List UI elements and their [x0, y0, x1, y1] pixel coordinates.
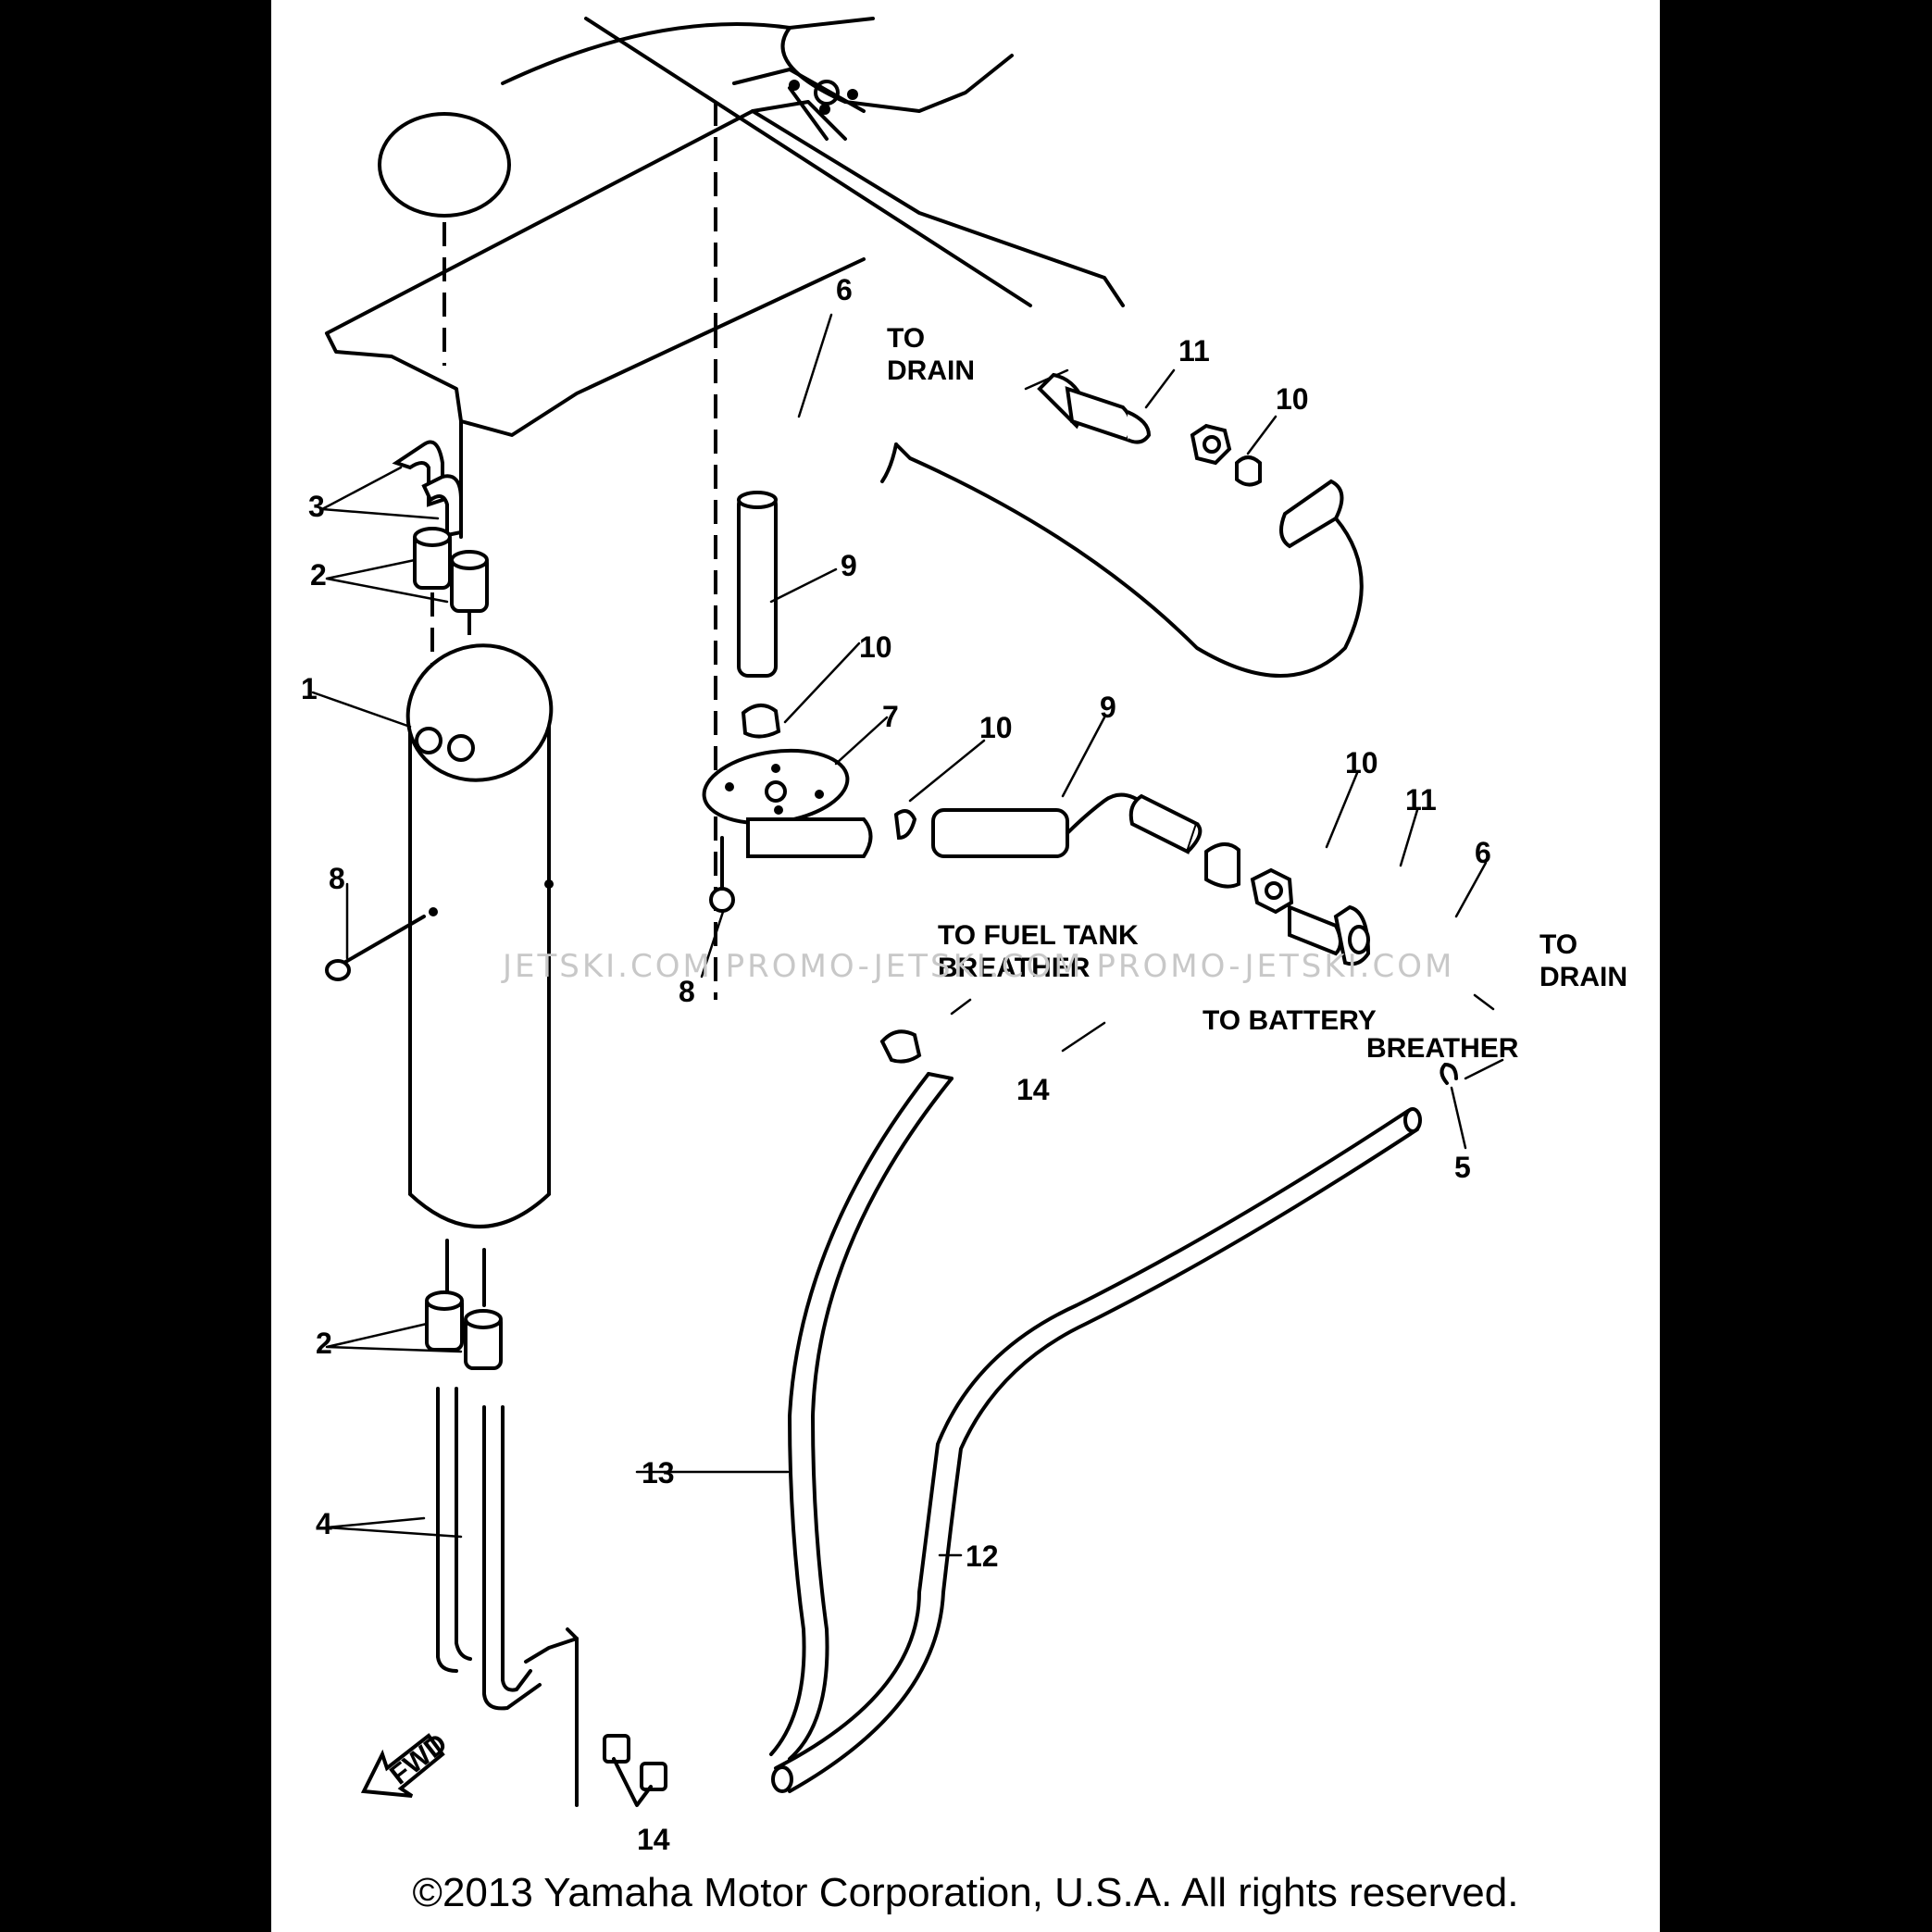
copyright-notice: ©2013 Yamaha Motor Corporation, U.S.A. A… — [412, 1870, 1519, 1915]
callout-9-top: 9 — [841, 549, 857, 582]
note-fuel-tank-1: TO FUEL TANK — [938, 920, 1139, 951]
callout-5: 5 — [1454, 1151, 1471, 1184]
clip-5 — [1440, 1058, 1504, 1085]
callout-13: 13 — [642, 1456, 675, 1490]
callout-6-top: 6 — [836, 273, 853, 306]
drain-assembly-top — [880, 368, 1364, 678]
parts-diagram: FWD — [301, 17, 1627, 1856]
deck-opening — [378, 102, 717, 1000]
fwd-label: FWD — [384, 1727, 453, 1790]
hose-2-bottom — [425, 1290, 503, 1370]
callout-6-bottom: 6 — [1475, 836, 1491, 869]
hose-3 — [392, 419, 463, 539]
callout-14-bottom: 14 — [637, 1823, 670, 1856]
screw-8-left — [325, 915, 426, 981]
watermark: JETSKI.COM PROMO-JETSKI.COM PROMO-JETSKI… — [501, 948, 1454, 985]
note-fuel-tank-2: BREATHER — [938, 953, 1091, 983]
note-drain-right-1: TO — [1539, 929, 1577, 960]
callout-2-bottom: 2 — [316, 1327, 332, 1360]
canister-1 — [405, 643, 554, 1307]
fwd-arrow-icon: FWD — [360, 1727, 453, 1798]
note-drain-top-2: DRAIN — [887, 355, 975, 386]
callout-labels: 3 2 1 8 2 4 13 12 14 14 5 8 6 11 10 9 10… — [301, 273, 1491, 1856]
callout-11-top: 11 — [1178, 334, 1210, 368]
clip-14-top — [879, 998, 972, 1064]
callout-7: 7 — [882, 700, 899, 733]
callout-11-bottom: 11 — [1405, 783, 1437, 816]
note-battery-2: BREATHER — [1366, 1033, 1519, 1064]
note-drain-right-2: DRAIN — [1539, 962, 1627, 992]
callout-1: 1 — [301, 672, 318, 705]
hose-2-top — [413, 527, 489, 722]
callout-10-right: 10 — [1345, 746, 1378, 779]
callout-2-top: 2 — [310, 558, 327, 592]
routing-notes: TO DRAIN TO DRAIN TO FUEL TANK BREATHER … — [887, 323, 1627, 1064]
callout-10-top: 10 — [1276, 382, 1309, 416]
hull-outline — [325, 17, 1125, 437]
callout-4: 4 — [316, 1507, 332, 1540]
callout-3: 3 — [308, 490, 325, 523]
hose-13 — [769, 1072, 954, 1761]
clamp-10-mid — [741, 704, 781, 739]
note-drain-top-1: TO — [887, 323, 925, 354]
callout-12: 12 — [966, 1539, 999, 1573]
callout-14-top: 14 — [1016, 1073, 1050, 1106]
leader-lines — [311, 313, 1495, 1557]
callout-8-mid: 8 — [679, 975, 695, 1008]
screw-8-mid — [709, 836, 735, 913]
callout-9-bottom: 9 — [1100, 691, 1116, 724]
hose-12 — [771, 1107, 1422, 1793]
callout-8-left: 8 — [329, 862, 345, 895]
clip-14-bottom — [603, 1734, 667, 1807]
plate-7 — [702, 748, 873, 858]
drain-assembly-bottom — [893, 792, 1371, 966]
diagram-sheet: FWD — [271, 0, 1660, 1932]
callout-10-left: 10 — [979, 711, 1013, 744]
pipe-4 — [436, 1387, 579, 1807]
pipe-9-top — [737, 491, 778, 678]
callout-10-mid: 10 — [859, 630, 892, 664]
note-battery-1: TO BATTERY — [1203, 1005, 1377, 1036]
